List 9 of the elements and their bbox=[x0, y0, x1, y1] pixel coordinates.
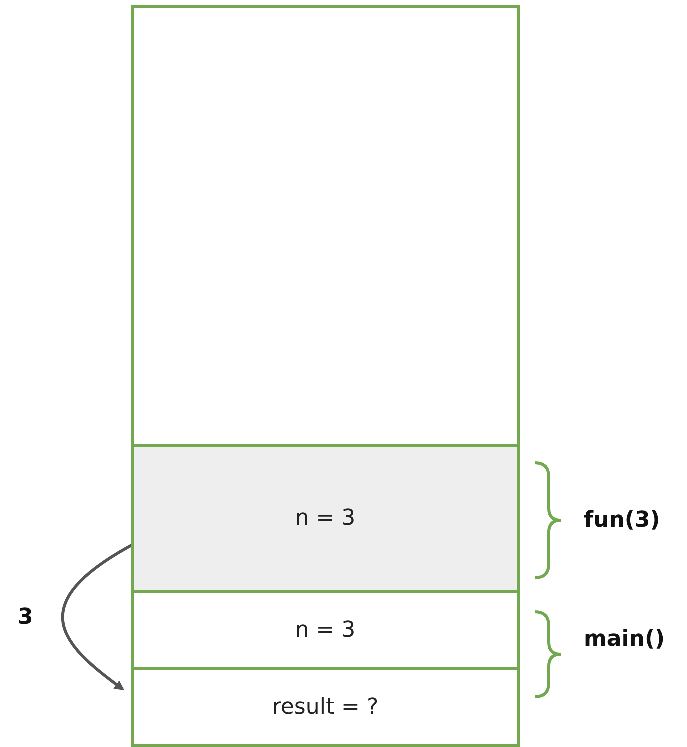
frame-label: main() bbox=[584, 627, 666, 652]
arrow bbox=[62, 544, 133, 691]
stack-frame-box bbox=[131, 444, 520, 593]
call-stack-box bbox=[131, 5, 520, 747]
frame-text: n = 3 bbox=[295, 618, 356, 642]
edge-label: 3 bbox=[18, 605, 34, 630]
frame-text: n = 3 bbox=[295, 506, 356, 531]
frame-label: fun(3) bbox=[584, 508, 660, 533]
frame-text: result = ? bbox=[272, 694, 379, 720]
